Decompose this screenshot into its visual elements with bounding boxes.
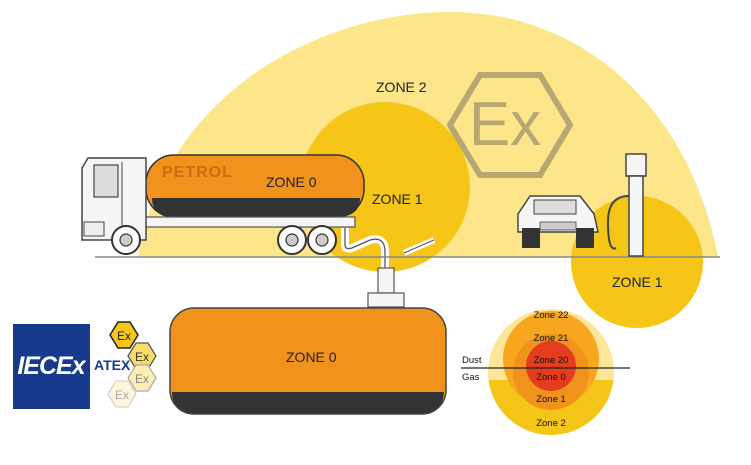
label-zone0-truck: ZONE 0	[266, 174, 317, 190]
svg-text:Ex: Ex	[135, 372, 149, 386]
svg-text:Ex: Ex	[115, 388, 129, 402]
iecex-badge: IECEx	[13, 324, 90, 409]
atex-badge: Ex Ex Ex Ex ATEX	[94, 321, 157, 408]
legend-ring-zone2: Zone 2	[536, 418, 566, 429]
legend-ring-zone20: Zone 20	[534, 355, 569, 366]
ex-hexagon-icon: Ex	[446, 72, 574, 178]
ex-hexagon-icon: Ex	[127, 342, 157, 370]
legend-gas-label: Gas	[462, 372, 480, 383]
label-zone0-tank: ZONE 0	[286, 349, 337, 365]
tanker-truck: PETROL ZONE 0	[81, 154, 365, 255]
legend-ring-zone1: Zone 1	[536, 394, 566, 405]
legend-ring-zone21: Zone 21	[534, 333, 569, 344]
atex-label: ATEX	[94, 357, 131, 373]
iecex-label: IECEx	[17, 352, 86, 380]
legend-ring-zone22: Zone 22	[534, 310, 569, 321]
zone1-circle-pump	[571, 196, 703, 328]
zone-legend: Zone 22 Zone 21 Zone 20 Zone 0 Zone 1 Zo…	[461, 309, 630, 435]
legend-dust-label: Dust	[462, 355, 482, 366]
label-zone1-top: ZONE 1	[372, 191, 423, 207]
truck-tank-label: PETROL	[162, 164, 233, 181]
label-zone1-pump: ZONE 1	[612, 274, 663, 290]
label-zone2-outer: ZONE 2	[376, 79, 427, 95]
car	[517, 195, 599, 248]
legend-ring-zone0: Zone 0	[536, 372, 566, 383]
tank-pipe	[377, 267, 395, 294]
ex-hexagon-icon: Ex	[127, 364, 157, 392]
svg-text:Ex: Ex	[135, 350, 149, 364]
svg-text:Ex: Ex	[469, 90, 541, 159]
ex-hexagon-icon: Ex	[107, 380, 137, 408]
fuel-pump	[606, 153, 647, 257]
underground-tank: ZONE 0	[169, 307, 447, 415]
svg-text:Ex: Ex	[117, 329, 131, 343]
ex-hexagon-icon: Ex	[109, 321, 139, 349]
